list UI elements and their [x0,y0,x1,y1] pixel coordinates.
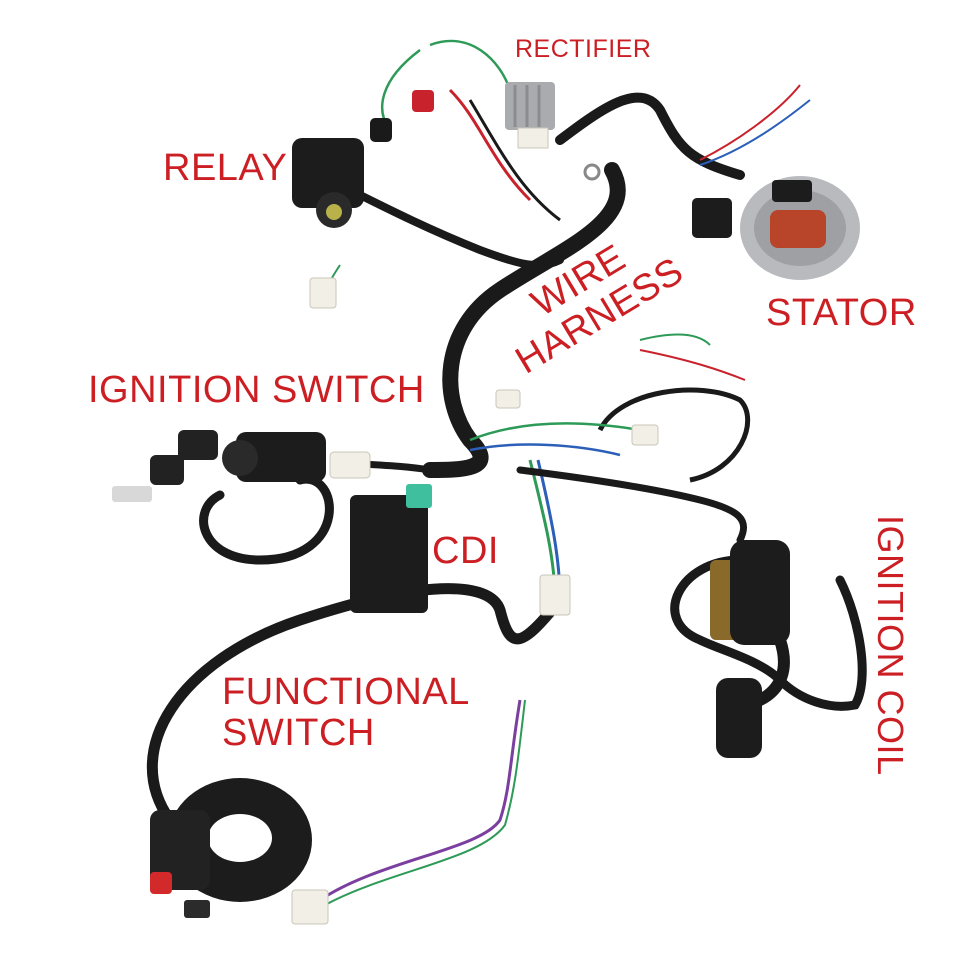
harness-plug [539,574,571,616]
cdi-label: CDI [432,530,499,572]
black-connector [370,118,392,142]
functional-switch-unit [150,778,312,918]
ignition-coil-unit [710,540,790,758]
functional-switch-label: FUNCTIONAL SWITCH [222,671,470,755]
harness-plug [631,424,659,446]
coil-cable [516,466,748,544]
ignition-switch-unit [112,430,371,502]
harness-plug [495,389,521,409]
main-harness-cable [422,162,626,478]
relay-cable [346,186,564,270]
rectifier-unit [505,82,555,149]
relay-label: RELAY [163,147,288,189]
ignition-switch-cable [199,474,334,565]
ring-terminal [583,163,601,181]
functional-switch-label-line2: SWITCH [222,712,375,755]
relay-plug [309,277,337,309]
red-connector [412,90,434,112]
cdi-unit [350,484,432,613]
functional-switch-label-line1: FUNCTIONAL [222,671,470,713]
ignition-coil-label: IGNITION COIL [869,515,911,776]
stator-cable [555,92,745,180]
stator-label: STATOR [766,292,917,334]
functional-switch-plug [291,889,329,925]
ignition-switch-label: IGNITION SWITCH [88,369,425,411]
stator-unit [692,176,860,280]
relay-unit [292,138,364,228]
rectifier-label: RECTIFIER [515,35,652,63]
